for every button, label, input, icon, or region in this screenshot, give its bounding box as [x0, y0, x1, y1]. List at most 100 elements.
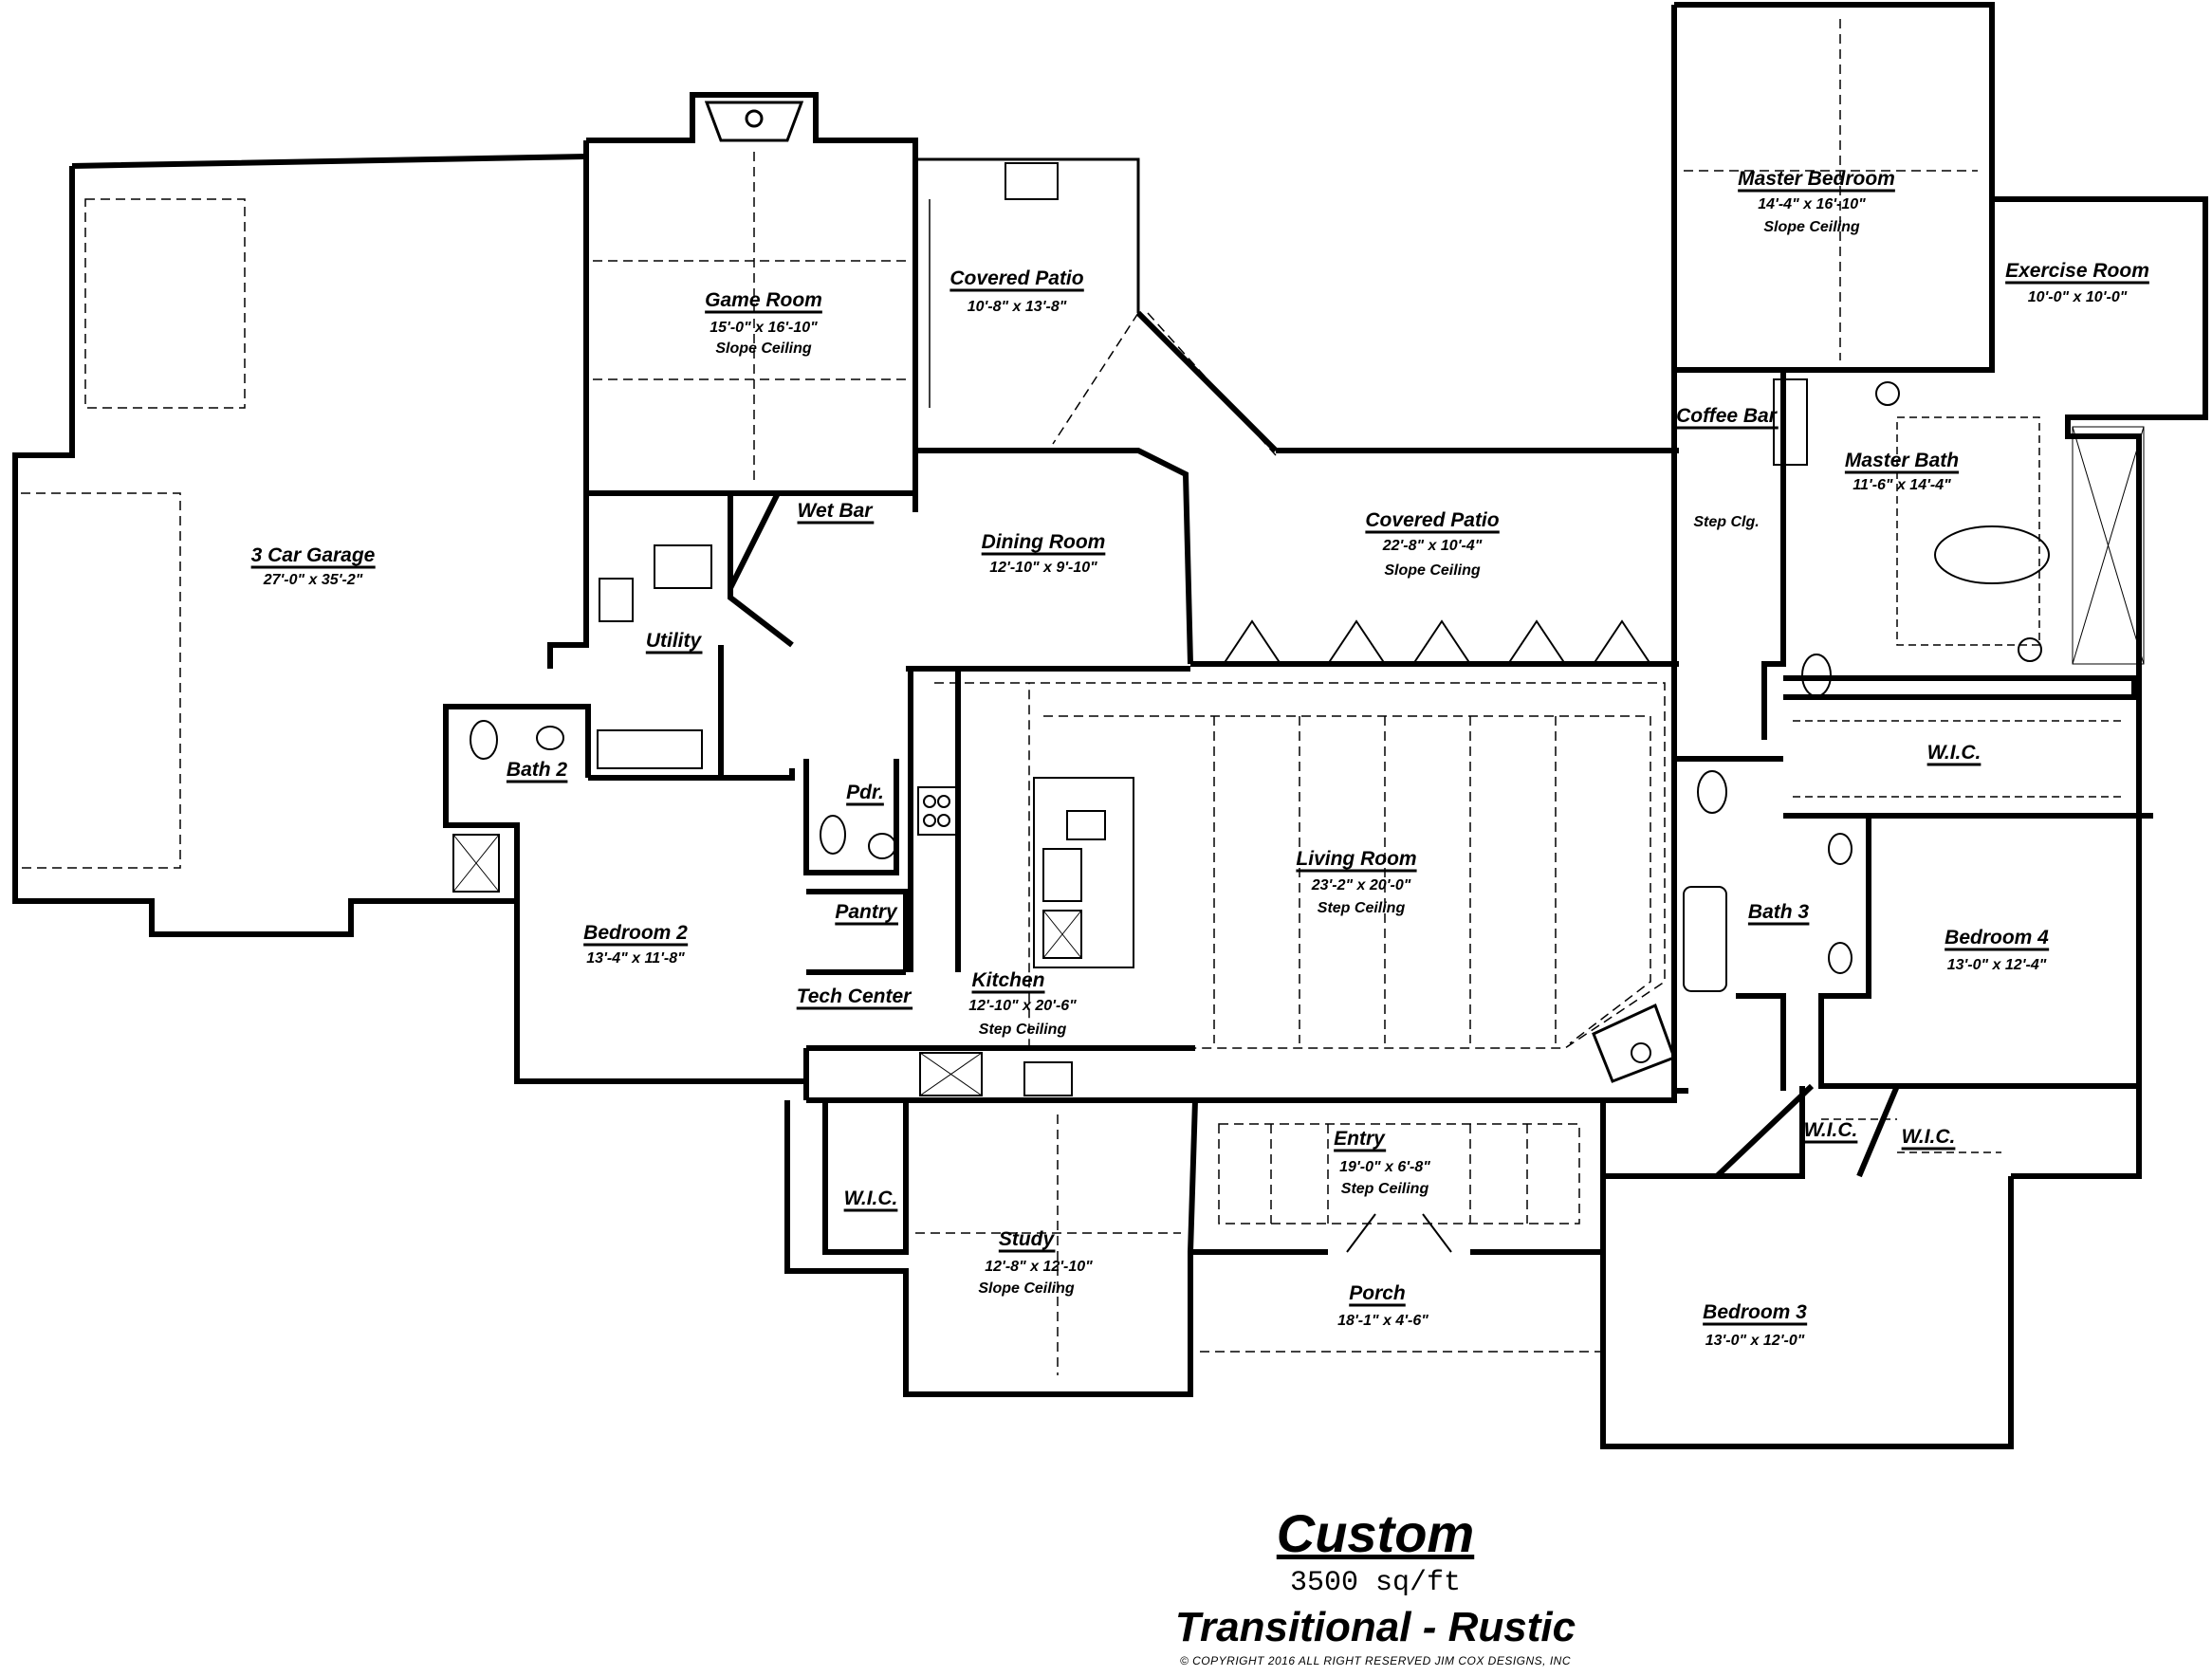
label-covered-patio-2: Covered Patio 22'-8" x 10'-4" Slope Ceilin… [1365, 509, 1500, 579]
svg-text:Slope Ceiling: Slope Ceiling [1384, 562, 1481, 579]
svg-text:Slope Ceiling: Slope Ceiling [1763, 219, 1860, 235]
copyright: © COPYRIGHT 2016 ALL RIGHT RESERVED JIM … [1179, 1654, 1572, 1667]
label-master-wic: W.I.C. [1926, 742, 1982, 766]
svg-text:Coffee Bar: Coffee Bar [1676, 405, 1779, 427]
utility-walls [446, 491, 809, 1084]
svg-text:Kitchen: Kitchen [971, 969, 1044, 991]
covered-patio-1 [915, 157, 1140, 408]
label-kitchen: Kitchen 12'-10" x 20'-6" Step Ceiling [968, 969, 1077, 1038]
kitchen-walls [803, 669, 1200, 1103]
svg-text:10'-0" x 10'-0": 10'-0" x 10'-0" [2028, 289, 2128, 305]
wic-shelves [1821, 1118, 2001, 1153]
svg-text:Tech Center: Tech Center [797, 985, 912, 1007]
svg-text:Study: Study [999, 1228, 1056, 1250]
svg-text:Master Bath: Master Bath [1845, 450, 1959, 471]
svg-text:Step Ceiling: Step Ceiling [979, 1022, 1067, 1038]
bedroom-3-walls [1600, 1083, 2014, 1449]
plan-area: 3500 sq/ft [1289, 1567, 1462, 1599]
coffee-bar-walls [1761, 379, 1786, 740]
label-tech-center: Tech Center [796, 985, 913, 1010]
svg-text:12'-10" x 9'-10": 12'-10" x 9'-10" [989, 560, 1097, 576]
svg-text:Bedroom 3: Bedroom 3 [1703, 1301, 1807, 1323]
living-walls [906, 666, 1677, 1176]
svg-text:19'-0" x 6'-8": 19'-0" x 6'-8" [1339, 1159, 1430, 1175]
label-dining-room: Dining Room 12'-10" x 9'-10" [981, 531, 1106, 576]
bedroom-4-walls [1671, 759, 2139, 1094]
svg-text:Step Clg.: Step Clg. [1693, 514, 1759, 530]
label-pantry: Pantry [835, 901, 898, 926]
game-room-ceiling-lines [593, 152, 909, 484]
label-powder: Pdr. [846, 782, 884, 806]
svg-text:10'-8" x 13'-8": 10'-8" x 13'-8" [968, 299, 1067, 315]
svg-text:27'-0" x 35'-2": 27'-0" x 35'-2" [263, 572, 363, 588]
study-ceiling [915, 1114, 1181, 1375]
svg-text:Bedroom 4: Bedroom 4 [1945, 927, 2049, 949]
svg-text:W.I.C.: W.I.C. [1804, 1119, 1858, 1141]
label-game-room: Game Room 15'-0" x 16'-10" Slope Ceiling [705, 289, 822, 357]
entry-doors [1346, 1213, 1452, 1253]
svg-text:13'-0" x 12'-0": 13'-0" x 12'-0" [1705, 1333, 1805, 1349]
plan-name: Custom [1276, 1503, 1475, 1563]
label-utility: Utility [645, 630, 703, 654]
fireplace [704, 101, 804, 142]
svg-text:14'-4" x 16'-10": 14'-4" x 16'-10" [1758, 196, 1866, 212]
svg-text:Step Ceiling: Step Ceiling [1341, 1181, 1429, 1197]
label-wic-a: W.I.C. [1803, 1119, 1858, 1144]
label-bath-3: Bath 3 [1747, 901, 1810, 926]
label-exercise-room: Exercise Room 10'-0" x 10'-0" [2005, 260, 2149, 305]
master-bath-fixtures [1773, 378, 2145, 697]
label-master-bath: Master Bath 11'-6" x 14'-4" [1844, 450, 1960, 493]
label-wic-study: W.I.C. [843, 1188, 898, 1212]
svg-text:Porch: Porch [1349, 1282, 1406, 1304]
patio2-doors [1223, 619, 1651, 665]
label-porch: Porch 18'-1" x 4'-6" [1337, 1282, 1429, 1329]
entry-ceiling [1200, 1123, 1603, 1353]
covered-patio-2 [1190, 448, 1679, 667]
kitchen-appliances [917, 786, 1073, 1096]
svg-text:W.I.C.: W.I.C. [844, 1188, 898, 1209]
living-fireplace [1592, 1003, 1676, 1083]
svg-text:11'-6" x 14'-4": 11'-6" x 14'-4" [1853, 477, 1951, 493]
svg-text:Bedroom 2: Bedroom 2 [583, 922, 688, 944]
svg-text:Master Bedroom: Master Bedroom [1738, 168, 1895, 190]
label-garage: 3 Car Garage 27'-0" x 35'-2" [250, 544, 376, 588]
label-entry: Entry 19'-0" x 6'-8" Step Ceiling [1334, 1128, 1430, 1197]
bath3-fixtures [1683, 770, 1853, 992]
svg-text:13'-4" x 11'-8": 13'-4" x 11'-8" [586, 950, 685, 967]
label-bedroom-4: Bedroom 413'-0" x 12'-4" [1945, 927, 2050, 973]
utility-fixtures [597, 544, 712, 769]
label-master-bedroom: Master Bedroom 14'-4" x 16'-10" Slope Ceil… [1738, 168, 1895, 235]
svg-text:Exercise Room: Exercise Room [2005, 260, 2149, 282]
powder-fixtures [820, 815, 896, 859]
svg-text:Game Room: Game Room [705, 289, 822, 311]
room-labels: 3 Car Garage 27'-0" x 35'-2" Game Room 15'… [250, 168, 2149, 1349]
svg-text:3 Car Garage: 3 Car Garage [251, 544, 376, 566]
living-ceiling [934, 682, 1666, 1049]
svg-text:Entry: Entry [1334, 1128, 1386, 1150]
label-bedroom-2: Bedroom 2 13'-4" x 11'-8" [583, 922, 689, 967]
svg-text:15'-0" x 16'-10": 15'-0" x 16'-10" [710, 320, 818, 336]
svg-text:Slope Ceiling: Slope Ceiling [715, 341, 812, 357]
kitchen-island [1033, 777, 1134, 968]
svg-text:23'-2" x 20'-0": 23'-2" x 20'-0" [1311, 877, 1411, 893]
master-wic-rod [1793, 720, 2125, 798]
svg-text:Covered Patio: Covered Patio [1365, 509, 1499, 531]
svg-text:Pdr.: Pdr. [846, 782, 884, 803]
patio1-diagonals [1052, 312, 1277, 456]
svg-text:Slope Ceiling: Slope Ceiling [978, 1280, 1075, 1297]
svg-text:Dining Room: Dining Room [982, 531, 1106, 553]
svg-text:Wet Bar: Wet Bar [798, 500, 875, 522]
svg-text:22'-8" x 10'-4": 22'-8" x 10'-4" [1382, 538, 1483, 554]
svg-text:Utility: Utility [646, 630, 703, 652]
svg-text:Bath 3: Bath 3 [1748, 901, 1810, 923]
svg-text:W.I.C.: W.I.C. [1902, 1126, 1956, 1148]
svg-text:12'-10" x 20'-6": 12'-10" x 20'-6" [968, 998, 1077, 1014]
garage-doors [21, 198, 246, 869]
svg-text:Bath 2: Bath 2 [507, 759, 568, 781]
bath2-fixtures [452, 720, 564, 893]
svg-text:18'-1" x 4'-6": 18'-1" x 4'-6" [1337, 1313, 1429, 1329]
